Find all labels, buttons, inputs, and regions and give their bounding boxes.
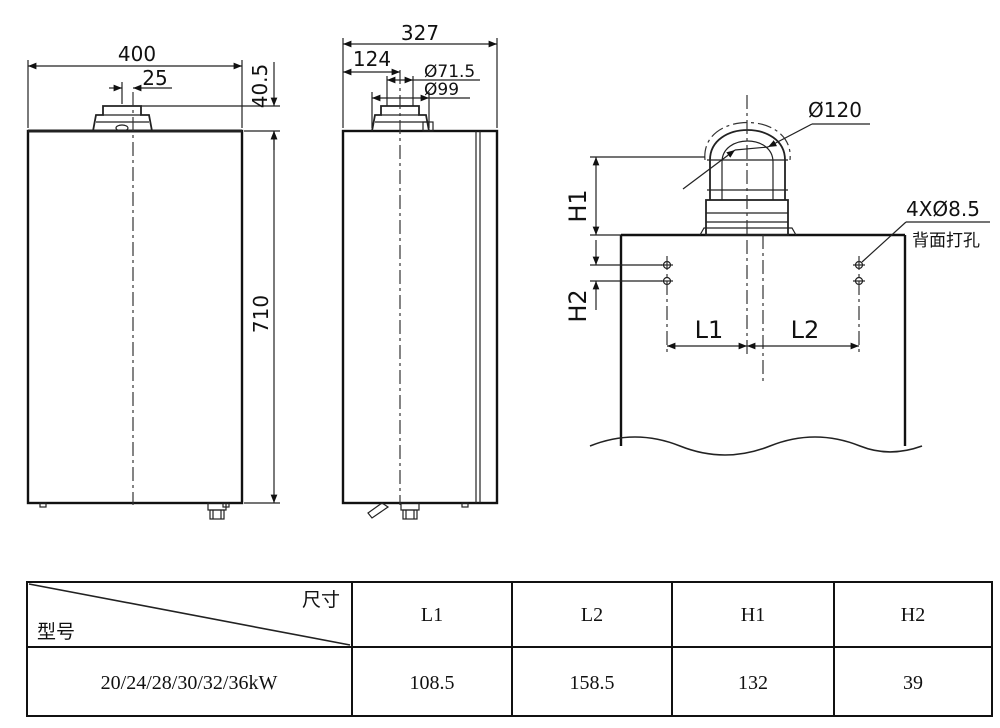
holes-note: 背面打孔 — [912, 231, 980, 251]
dimension-table: 尺寸 型号 L1 L2 H1 H2 20/24/28/30/32/36kW 10… — [26, 581, 993, 717]
detail-view: Ø120 4XØ8.5 背面打孔 H1 H2 — [564, 95, 990, 456]
front-offset-label: 25 — [142, 66, 167, 90]
side-body — [341, 129, 499, 505]
header-l2: L2 — [581, 604, 603, 626]
mounting-holes — [661, 256, 865, 352]
front-width-label: 400 — [118, 42, 156, 66]
header-h2: H2 — [901, 604, 925, 626]
side-depth-label: 327 — [401, 21, 439, 45]
header-l1: L1 — [421, 604, 443, 626]
holes-label: 4XØ8.5 — [906, 197, 980, 221]
front-flue-height-label: 40.5 — [248, 64, 272, 109]
side-outer-dia-label: Ø99 — [424, 80, 459, 100]
row-value-h2: 39 — [903, 672, 923, 694]
side-view: 327 124 Ø71.5 Ø99 — [341, 21, 499, 520]
l2-label: L2 — [791, 316, 820, 344]
row-value-h1: 132 — [738, 672, 768, 694]
front-body — [26, 129, 244, 505]
break-line — [589, 436, 923, 456]
front-flue — [92, 105, 153, 132]
side-flue-depth-label: 124 — [353, 47, 391, 71]
corner-top-label: 尺寸 — [302, 589, 340, 611]
h1-label: H1 — [564, 189, 592, 222]
row-value-l1: 108.5 — [410, 672, 455, 694]
front-height-label: 710 — [249, 295, 273, 333]
elbow-dia-label: Ø120 — [808, 98, 862, 122]
header-h1: H1 — [741, 604, 765, 626]
corner-bottom-label: 型号 — [37, 621, 75, 643]
corner-diagonal — [28, 583, 351, 646]
front-view: 400 25 40.5 710 — [26, 42, 280, 520]
side-inner-dia-label: Ø71.5 — [424, 62, 475, 82]
row-model: 20/24/28/30/32/36kW — [101, 672, 278, 694]
h2-label: H2 — [564, 289, 592, 322]
l1-label: L1 — [695, 316, 724, 344]
row-value-l2: 158.5 — [570, 672, 615, 694]
